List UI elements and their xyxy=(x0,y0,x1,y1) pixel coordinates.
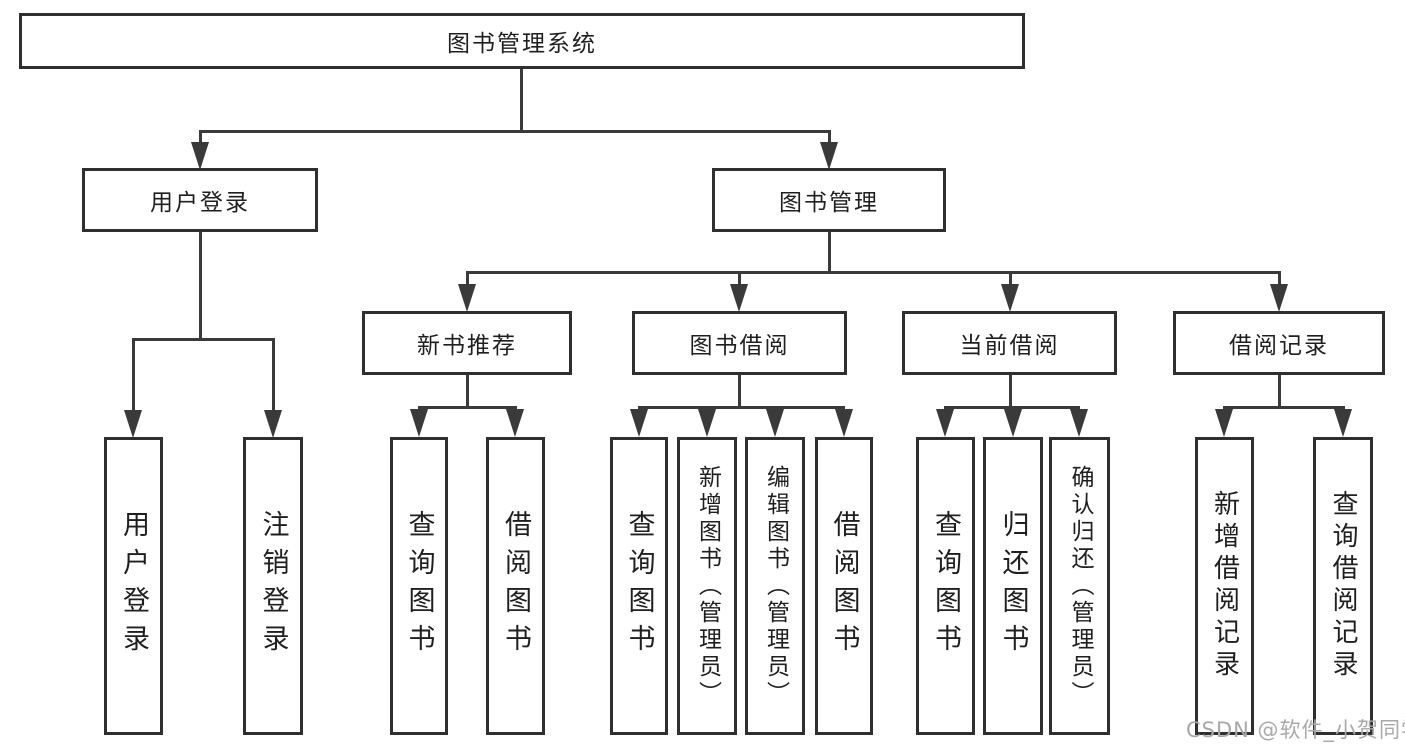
arrow-down-icon xyxy=(1070,409,1088,437)
node-query-books: 查询图书 xyxy=(916,437,975,735)
connector-line xyxy=(828,130,831,144)
node-borrow-books: 借阅图书 xyxy=(815,437,873,735)
node-root-book-management-system: 图书管理系统 xyxy=(19,13,1025,69)
connector-line xyxy=(1009,375,1012,406)
leaf-label: 新增借阅记录 xyxy=(1209,490,1240,682)
leaf-label: 用户登录 xyxy=(118,510,149,662)
arrow-down-icon xyxy=(1004,409,1022,437)
arrow-down-icon xyxy=(458,284,476,312)
arrow-down-icon xyxy=(1001,284,1019,312)
arrow-down-icon xyxy=(1334,409,1352,437)
connector-line xyxy=(738,375,741,406)
connector-line xyxy=(199,130,202,144)
arrow-down-icon xyxy=(835,409,853,437)
connector-line xyxy=(199,232,202,338)
connector-line xyxy=(272,338,275,412)
arrow-down-icon xyxy=(630,409,648,437)
leaf-label: 查询借阅记录 xyxy=(1328,490,1358,682)
connector-line xyxy=(738,271,741,285)
node-logout: 注销登录 xyxy=(243,437,303,735)
connector-line xyxy=(132,338,275,341)
node-book-management: 图书管理 xyxy=(712,168,946,232)
node-edit-book-admin: 编辑图书（管理员） xyxy=(745,437,805,735)
arrow-down-icon xyxy=(1270,284,1288,312)
node-query-books: 查询图书 xyxy=(390,437,448,735)
leaf-label: 查询图书 xyxy=(623,510,655,662)
connector-line xyxy=(466,271,469,285)
node-book-borrow: 图书借阅 xyxy=(632,311,847,375)
leaf-label: 借阅图书 xyxy=(500,510,531,662)
node-new-book-recommend: 新书推荐 xyxy=(362,311,572,375)
connector-line xyxy=(199,130,831,133)
node-add-borrow-record: 新增借阅记录 xyxy=(1195,437,1254,735)
arrow-down-icon xyxy=(936,409,954,437)
node-query-books: 查询图书 xyxy=(610,437,668,735)
arrow-down-icon xyxy=(264,410,282,438)
arrow-down-icon xyxy=(124,410,142,438)
connector-line xyxy=(1223,406,1345,409)
leaf-label: 新增图书（管理员） xyxy=(694,464,721,708)
connector-line xyxy=(944,406,1080,409)
node-return-books: 归还图书 xyxy=(983,437,1043,735)
connector-line xyxy=(418,406,517,409)
node-add-book-admin: 新增图书（管理员） xyxy=(677,437,737,735)
connector-line xyxy=(1009,271,1012,285)
connector-line xyxy=(132,338,135,412)
arrow-down-icon xyxy=(730,284,748,312)
node-confirm-return-admin: 确认归还（管理员） xyxy=(1049,437,1110,735)
node-user-login: 用户登录 xyxy=(82,168,318,232)
leaf-label: 归还图书 xyxy=(997,510,1029,662)
leaf-label: 确认归还（管理员） xyxy=(1067,464,1093,708)
connector-line xyxy=(1278,271,1281,285)
arrow-down-icon xyxy=(766,409,784,437)
connector-line xyxy=(466,375,469,406)
connector-line xyxy=(638,406,845,409)
node-borrow-books: 借阅图书 xyxy=(486,437,545,735)
node-query-borrow-record: 查询借阅记录 xyxy=(1313,437,1373,735)
leaf-label: 查询图书 xyxy=(930,510,961,662)
arrow-down-icon xyxy=(1215,409,1233,437)
csdn-watermark: CSDN @软件_小贺同学 xyxy=(1186,718,1405,742)
node-borrow-records: 借阅记录 xyxy=(1173,311,1385,375)
connector-line xyxy=(1278,375,1281,406)
leaf-label: 借阅图书 xyxy=(828,510,860,662)
connector-line xyxy=(828,232,831,271)
node-user-login-leaf: 用户登录 xyxy=(104,437,163,735)
arrow-down-icon xyxy=(506,409,524,437)
leaf-label: 注销登录 xyxy=(257,510,289,662)
leaf-label: 查询图书 xyxy=(403,510,435,662)
connector-line xyxy=(466,271,1280,274)
connector-line xyxy=(520,69,523,130)
leaf-label: 编辑图书（管理员） xyxy=(762,464,789,708)
arrow-down-icon xyxy=(698,409,716,437)
node-current-borrow: 当前借阅 xyxy=(902,311,1117,375)
arrow-down-icon xyxy=(191,142,209,170)
arrow-down-icon xyxy=(820,142,838,170)
arrow-down-icon xyxy=(410,409,428,437)
